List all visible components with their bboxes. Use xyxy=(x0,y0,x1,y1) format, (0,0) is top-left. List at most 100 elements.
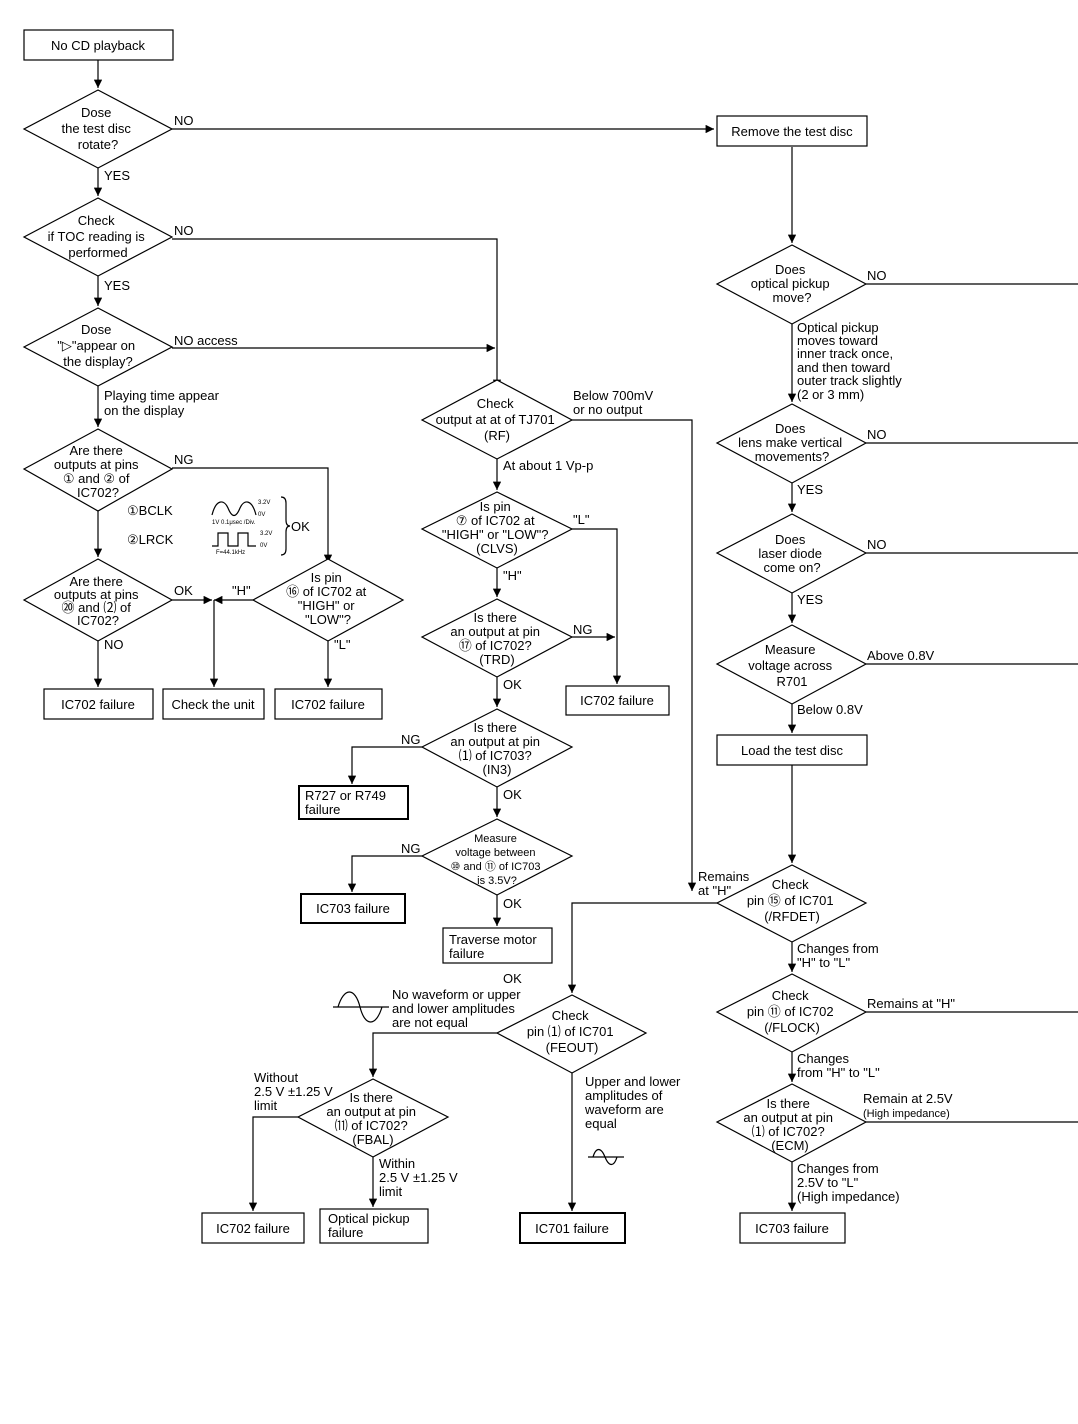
fail-traverse-text: Traverse motor failure xyxy=(449,932,540,961)
decision-lens-text: Does lens make vertical movements? xyxy=(738,421,846,464)
label-volt-ok: OK xyxy=(503,896,522,911)
decision-rotate xyxy=(22,89,174,169)
label-outputs73-no: NO xyxy=(104,637,124,652)
label-ecm-changes: Changes from 2.5V to "L" (High impedance… xyxy=(797,1161,900,1204)
decision-ecm xyxy=(715,1083,868,1163)
remove-box xyxy=(716,115,868,147)
label-pin66-h: "H" xyxy=(503,568,522,583)
decision-flock-text: Check pin ⑪ of IC702 (/FLOCK) xyxy=(747,988,837,1035)
decision-outputs73-text: Are there outputs at pins ⑳ and ⑵ of IC7… xyxy=(54,574,142,628)
connector-in3-r727 xyxy=(347,746,422,784)
label-playing: Playing time appear on the display xyxy=(104,388,223,418)
label-remains-h: Remains at "H" xyxy=(698,869,753,898)
label-trd-ok: OK xyxy=(503,677,522,692)
fail-ic703-a-box xyxy=(300,893,406,924)
fail-ic702-c-box xyxy=(565,685,670,716)
start-box xyxy=(23,29,174,61)
label-rf-about: At about 1 Vp-p xyxy=(503,458,593,473)
decision-feout-text: Check pin ⑴ of IC701 (FEOUT) xyxy=(527,1008,617,1055)
lrck-waveform xyxy=(212,532,256,547)
decision-outputs73 xyxy=(22,558,174,642)
decision-pin16 xyxy=(251,558,405,642)
label-rotate-yes: YES xyxy=(104,168,130,183)
connector-toc-rf xyxy=(172,238,502,388)
connector-volt-fail xyxy=(347,855,422,892)
fail-ic703-a-text: IC703 failure xyxy=(316,901,390,916)
lrck-freq: F=44.1kHz xyxy=(216,550,245,556)
label-in3-ok: OK xyxy=(503,787,522,802)
label-r701-below: Below 0.8V xyxy=(797,702,863,717)
waveform-ok: OK xyxy=(291,519,310,534)
label-lens-yes: YES xyxy=(797,482,823,497)
bclk-waveform xyxy=(211,501,257,517)
fail-ic702-d-text: IC702 failure xyxy=(216,1221,290,1236)
lrck-v-lo: 0V xyxy=(260,543,267,549)
bclk-v-hi: 3.2V xyxy=(258,500,270,506)
decision-fbal-text: Is there an output at pin ⑾ of IC702? (F… xyxy=(326,1090,419,1147)
decision-rfdet xyxy=(715,864,868,943)
connector-feout-fbal xyxy=(368,1032,497,1077)
decision-appear-text: Dose "▷"appear on the display? xyxy=(57,322,138,369)
label-pin66-l: "L" xyxy=(573,512,590,527)
fail-ic702-b-text: IC702 failure xyxy=(291,697,365,712)
decision-flock xyxy=(715,973,868,1053)
check-unit-text: Check the unit xyxy=(171,697,254,712)
label-rf-below: Below 700mV or no output xyxy=(573,388,657,417)
label-laser-yes: YES xyxy=(797,592,823,607)
lrck-label: ②LRCK xyxy=(127,532,174,547)
load-text: Load the test disc xyxy=(741,743,843,758)
decision-pin66-text: Is pin ⑦ of IC702 at "HIGH" or "LOW"? (C… xyxy=(442,499,552,556)
decision-laser xyxy=(715,513,868,594)
fail-ic702-a-box xyxy=(43,688,154,720)
label-ecm-remain: Remain at 2.5V xyxy=(863,1091,953,1106)
sine-wave-unequal-icon xyxy=(333,991,389,1023)
label-appear-no: NO access xyxy=(174,333,238,348)
fail-ic703-b-text: IC703 failure xyxy=(755,1221,829,1236)
start-text: No CD playback xyxy=(51,38,145,53)
label-pin16-l: "L" xyxy=(334,637,351,652)
label-rotate-no: NO xyxy=(174,113,194,128)
decision-outputs12 xyxy=(22,428,174,512)
decision-trd-text: Is there an output at pin ⑰ of IC702? (T… xyxy=(450,610,543,667)
decision-trd xyxy=(420,598,574,678)
fail-ic701-text: IC701 failure xyxy=(535,1221,609,1236)
remove-text: Remove the test disc xyxy=(731,124,853,139)
fail-traverse-box xyxy=(442,927,553,964)
waveform-brace xyxy=(280,496,291,556)
fail-ic703-b-box xyxy=(739,1212,846,1244)
decision-pickup-text: Does optical pickup move? xyxy=(751,262,833,305)
decision-ecm-text: Is there an output at pin ⑴ of IC702? (E… xyxy=(743,1096,836,1153)
connector-outputs12-pin16 xyxy=(172,467,333,563)
decision-pickup xyxy=(715,244,868,325)
label-in3-ng: NG xyxy=(401,732,421,747)
fail-optical-text: Optical pickup failure xyxy=(328,1211,413,1240)
label-flock-remains: Remains at "H" xyxy=(867,996,955,1011)
label-r701-above: Above 0.8V xyxy=(867,648,935,663)
decision-in3 xyxy=(420,708,574,788)
fail-optical-box xyxy=(319,1208,429,1244)
connector-fbal-fail xyxy=(248,1116,298,1211)
label-laser-no: NO xyxy=(867,537,887,552)
fail-ic702-c-text: IC702 failure xyxy=(580,693,654,708)
decision-outputs12-text: Are there outputs at pins ① and ② of IC7… xyxy=(54,443,142,500)
connector-rf-rfdet xyxy=(572,419,697,891)
decision-pin66 xyxy=(420,491,574,569)
label-pin16-h: "H" xyxy=(232,583,251,598)
decision-appear xyxy=(22,307,174,387)
label-outputs73-ok: OK xyxy=(174,583,193,598)
label-volt-ng: NG xyxy=(401,841,421,856)
fail-r727-text: R727 or R749 failure xyxy=(305,788,390,817)
label-fbal-within: Within 2.5 V ±1.25 V limit xyxy=(379,1156,461,1199)
decision-fbal xyxy=(296,1078,450,1158)
decision-pin16-text: Is pin ⑯ of IC702 at "HIGH" or "LOW"? xyxy=(286,570,370,627)
branch-labels: NO YES NO YES NO access Playing time app… xyxy=(104,113,955,1204)
lrck-v-hi: 3.2V xyxy=(260,531,272,537)
connector-pin66-fail xyxy=(572,528,622,684)
label-ecm-remain-sub: (High impedance) xyxy=(863,1108,950,1120)
decision-r701-text: Measure voltage across R701 xyxy=(748,642,835,689)
load-box xyxy=(716,734,868,766)
decision-toc-text: Check if TOC reading is performed xyxy=(48,213,149,260)
decision-volt-text: Measure voltage between ⑩ and ⑪ of IC703… xyxy=(450,833,543,887)
label-toc-yes: YES xyxy=(104,278,130,293)
label-feout-nowave: No waveform or upper and lower amplitude… xyxy=(392,987,524,1030)
